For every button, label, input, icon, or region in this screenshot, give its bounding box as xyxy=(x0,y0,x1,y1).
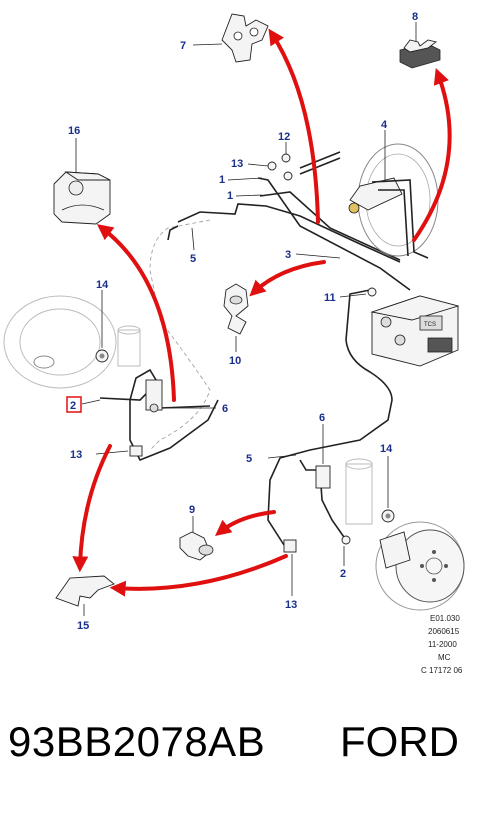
callout-1-upper: 1 xyxy=(219,174,225,186)
part-14-right-nut xyxy=(381,509,395,523)
callout-14-left: 14 xyxy=(96,279,109,291)
callout-13-top: 13 xyxy=(231,158,243,170)
brand-name: FORD xyxy=(340,718,459,765)
part-9-clip xyxy=(179,531,214,561)
part-number: 93BB2078AB xyxy=(8,718,266,765)
callout-2-right: 2 xyxy=(340,568,346,580)
part-16-clip xyxy=(53,171,111,225)
callout-12: 12 xyxy=(278,131,290,143)
meta-line-4: MC xyxy=(438,653,451,662)
meta-line-1: E01.030 xyxy=(430,614,460,623)
part-10-clip xyxy=(223,283,249,335)
callout-13-left: 13 xyxy=(70,449,82,461)
right-brake-disc xyxy=(375,521,465,611)
callout-2-highlight xyxy=(66,396,82,413)
left-brake-disc xyxy=(3,295,117,389)
callout-15: 15 xyxy=(77,620,89,632)
part-8-clip xyxy=(399,39,441,69)
callout-7: 7 xyxy=(180,40,186,52)
part-7-bracket xyxy=(221,13,269,63)
callout-6-right: 6 xyxy=(319,412,325,424)
callout-5-lower: 5 xyxy=(246,453,252,465)
part-14-left-nut xyxy=(95,349,109,363)
callout-6-left: 6 xyxy=(222,403,228,415)
callout-2-left: 2 xyxy=(70,400,76,412)
part-6-right-bracket xyxy=(315,465,331,489)
callout-13-right: 13 xyxy=(285,599,297,611)
callout-11: 11 xyxy=(324,292,336,304)
brake-pipes xyxy=(99,151,411,546)
callout-1-lower: 1 xyxy=(227,190,233,202)
svg-text:TCS: TCS xyxy=(424,322,436,328)
meta-line-3: 11-2000 xyxy=(428,640,457,649)
part-2-right-fitting xyxy=(341,535,351,545)
reference-metadata: E01.030 2060615 11-2000 MC C 17172 06 xyxy=(421,614,463,675)
abs-tcs-unit: TCS xyxy=(370,295,460,367)
part-13-right-fitting xyxy=(283,539,297,553)
callout-4: 4 xyxy=(381,119,388,131)
part-13-left-fitting xyxy=(129,445,143,457)
callout-10: 10 xyxy=(229,355,241,367)
callout-5-upper: 5 xyxy=(190,253,196,265)
callout-8: 8 xyxy=(412,11,418,23)
fittings-top xyxy=(267,153,293,181)
callout-16: 16 xyxy=(68,125,80,137)
callout-9: 9 xyxy=(189,504,195,516)
left-shock xyxy=(117,325,141,367)
meta-line-5: C 17172 06 xyxy=(421,666,463,675)
part-6-left-bracket xyxy=(145,379,163,413)
callout-14-right: 14 xyxy=(380,443,393,455)
part-15-clip xyxy=(55,575,115,607)
part-11-fitting xyxy=(367,287,377,297)
brake-booster xyxy=(348,143,439,259)
meta-line-2: 2060615 xyxy=(428,627,460,636)
right-shock xyxy=(345,458,373,525)
red-arrows xyxy=(72,28,452,597)
callout-3: 3 xyxy=(285,249,291,261)
